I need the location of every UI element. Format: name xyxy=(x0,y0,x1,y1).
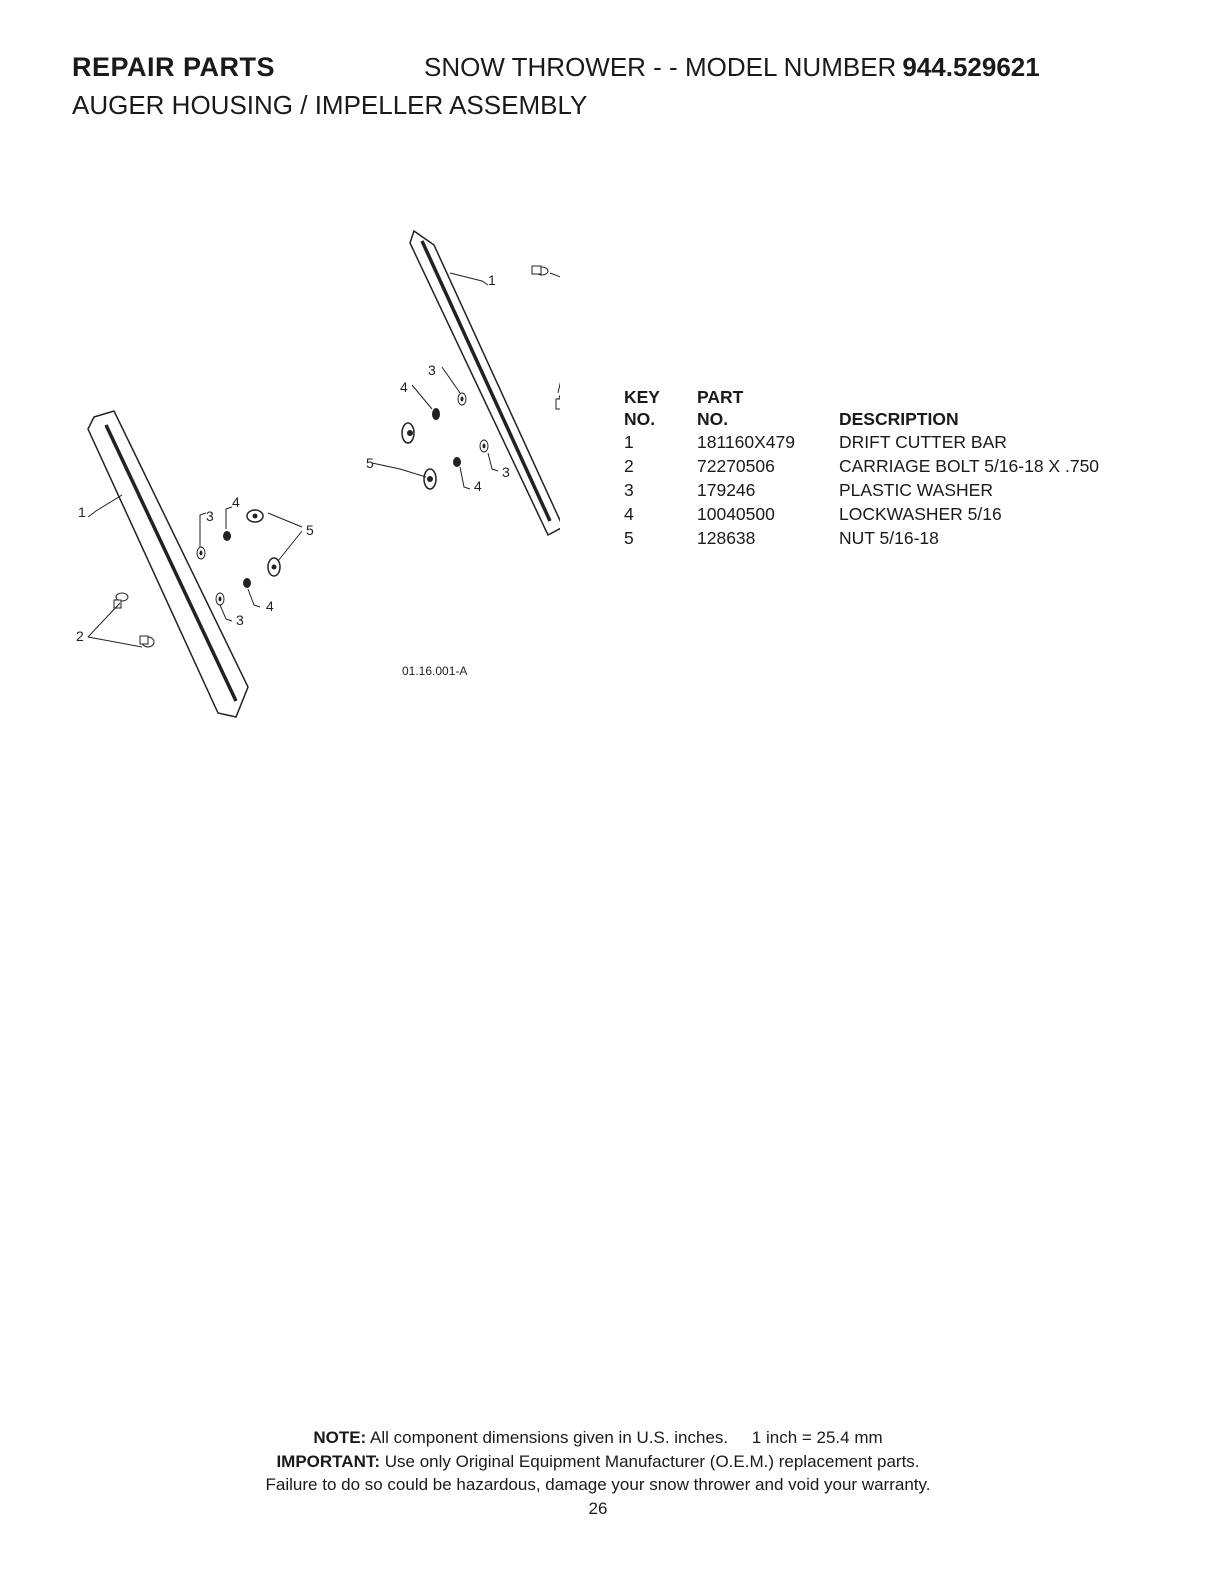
plastic-washer-left-bottom xyxy=(215,592,225,606)
important-text: Use only Original Equipment Manufacturer… xyxy=(384,1451,920,1471)
callout-right-3b: 3 xyxy=(502,464,510,480)
conversion-text: 1 inch = 25.4 mm xyxy=(751,1428,883,1447)
key-number: 1 xyxy=(624,432,634,452)
wing-nut-right-top xyxy=(401,422,415,444)
callout-left-3a: 3 xyxy=(206,508,214,524)
table-header-row-1: KEY PART xyxy=(624,386,1099,408)
lockwasher-right-bottom xyxy=(453,457,461,467)
part-description: NUT 5/16-18 xyxy=(839,528,939,548)
snow-thrower-label: SNOW THROWER - - MODEL NUMBER xyxy=(424,52,897,82)
plastic-washer-right-top xyxy=(457,392,467,406)
callout-right-4a: 4 xyxy=(400,379,408,395)
key-number: 3 xyxy=(624,480,634,500)
callout-right-1: 1 xyxy=(488,272,496,288)
part-description: LOCKWASHER 5/16 xyxy=(839,504,1002,524)
carriage-bolt-left-bottom xyxy=(139,635,155,648)
page-footer: NOTE: All component dimensions given in … xyxy=(0,1426,1196,1520)
exploded-parts-diagram: 1 2 3 4 5 4 3 1 3 4 5 4 3 2 01.16.001-A xyxy=(76,229,560,718)
wing-nut-left-bottom xyxy=(267,557,281,577)
wing-nut-left-top xyxy=(246,509,264,523)
part-number: 72270506 xyxy=(697,456,775,476)
col-part-header-line2: NO. xyxy=(697,409,729,429)
table-row: 3 179246 PLASTIC WASHER xyxy=(624,478,1099,502)
callout-left-4a: 4 xyxy=(232,494,240,510)
part-description: DRIFT CUTTER BAR xyxy=(839,432,1007,452)
callout-right-3a: 3 xyxy=(428,362,436,378)
callout-left-4b: 4 xyxy=(266,598,274,614)
key-number: 5 xyxy=(624,528,634,548)
title-row: REPAIR PARTS SNOW THROWER - - MODEL NUMB… xyxy=(72,52,1152,84)
key-number: 2 xyxy=(624,456,634,476)
part-number: 181160X479 xyxy=(697,432,795,452)
callout-left-3b: 3 xyxy=(236,612,244,628)
table-row: 5 128638 NUT 5/16-18 xyxy=(624,526,1099,550)
lockwasher-right-top xyxy=(432,408,440,420)
table-row: 1 181160X479 DRIFT CUTTER BAR xyxy=(624,430,1099,454)
plastic-washer-right-bottom xyxy=(479,439,489,453)
drift-cutter-bar-left xyxy=(87,410,249,718)
model-number: 944.529621 xyxy=(902,52,1040,82)
col-part-header-line1: PART xyxy=(697,387,744,407)
lockwasher-left-top xyxy=(223,531,231,541)
part-description: CARRIAGE BOLT 5/16-18 X .750 xyxy=(839,456,1100,476)
assembly-subtitle: AUGER HOUSING / IMPELLER ASSEMBLY xyxy=(72,90,588,120)
plastic-washer-left-top xyxy=(196,546,206,560)
note-line: NOTE: All component dimensions given in … xyxy=(0,1426,1196,1450)
page-number: 26 xyxy=(588,1498,608,1518)
callout-right-4b: 4 xyxy=(474,478,482,494)
part-number: 179246 xyxy=(697,480,756,500)
lockwasher-left-bottom xyxy=(243,578,251,588)
table-row: 4 10040500 LOCKWASHER 5/16 xyxy=(624,502,1099,526)
callout-left-5: 5 xyxy=(306,522,314,538)
carriage-bolt-right-top xyxy=(531,265,549,276)
part-number: 10040500 xyxy=(697,504,775,524)
leader-lines xyxy=(87,272,560,648)
carriage-bolt-right-bottom xyxy=(555,394,560,410)
callout-left-2: 2 xyxy=(76,628,84,644)
parts-table: KEY PART NO. NO. DESCRIPTION 1 181160X47… xyxy=(624,386,1099,550)
part-description: PLASTIC WASHER xyxy=(839,480,993,500)
warning-line: Failure to do so could be hazardous, dam… xyxy=(265,1475,931,1494)
part-number: 128638 xyxy=(697,528,756,548)
important-label: IMPORTANT: xyxy=(276,1451,381,1471)
col-key-header-line2: NO. xyxy=(624,409,656,429)
page-header: REPAIR PARTS SNOW THROWER - - MODEL NUMB… xyxy=(72,52,1152,121)
col-description-header: DESCRIPTION xyxy=(839,409,959,429)
note-text: All component dimensions given in U.S. i… xyxy=(370,1428,729,1447)
diagram-reference: 01.16.001-A xyxy=(402,664,467,678)
important-line: IMPORTANT: Use only Original Equipment M… xyxy=(0,1450,1196,1474)
note-label: NOTE: xyxy=(313,1428,367,1447)
drift-cutter-bar-right xyxy=(409,229,560,537)
wing-nut-right-bottom xyxy=(423,468,437,490)
carriage-bolt-left-top xyxy=(113,592,129,609)
table-header-row-2: NO. NO. DESCRIPTION xyxy=(624,408,1099,430)
repair-parts-heading: REPAIR PARTS xyxy=(72,52,276,82)
callout-right-5: 5 xyxy=(366,455,374,471)
table-row: 2 72270506 CARRIAGE BOLT 5/16-18 X .750 xyxy=(624,454,1099,478)
key-number: 4 xyxy=(624,504,634,524)
col-key-header-line1: KEY xyxy=(624,387,660,407)
callout-left-1: 1 xyxy=(78,504,86,520)
